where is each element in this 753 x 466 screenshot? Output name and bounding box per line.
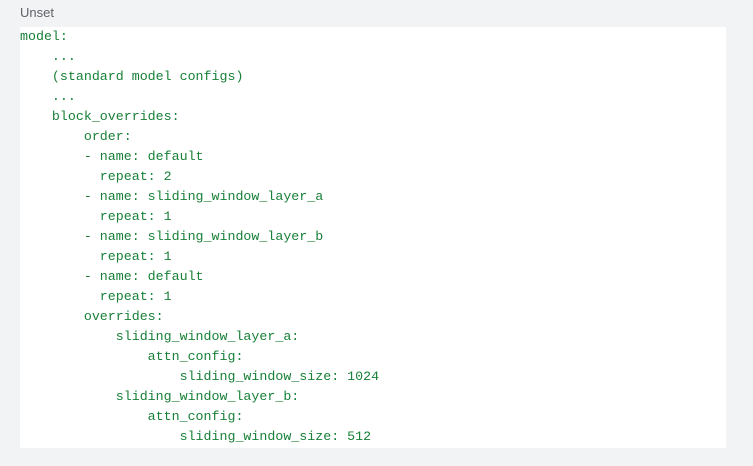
code-line: (standard model configs) xyxy=(20,69,244,84)
code-line: attn_config: xyxy=(20,349,244,364)
code-line: sliding_window_size: 1024 xyxy=(20,369,380,384)
code-block[interactable]: model: ... (standard model configs) ... … xyxy=(20,27,726,448)
code-line: - name: sliding_window_layer_b xyxy=(20,229,324,244)
code-line: sliding_window_layer_b: xyxy=(20,389,300,404)
code-line: order: xyxy=(20,129,132,144)
code-line: repeat: 1 xyxy=(20,209,172,224)
code-line: sliding_window_size: 512 xyxy=(20,429,372,444)
code-line: repeat: 2 xyxy=(20,169,172,184)
code-line: repeat: 1 xyxy=(20,249,172,264)
code-line: - name: sliding_window_layer_a xyxy=(20,189,324,204)
code-line: - name: default xyxy=(20,149,204,164)
code-line: ... xyxy=(20,49,76,64)
code-language-label: Unset xyxy=(20,5,54,20)
code-line: attn_config: xyxy=(20,409,244,424)
code-line: block_overrides: xyxy=(20,109,180,124)
code-line: sliding_window_layer_a: xyxy=(20,329,300,344)
code-line: repeat: 1 xyxy=(20,289,172,304)
code-line: ... xyxy=(20,89,76,104)
code-line: model: xyxy=(20,29,68,44)
code-line: - name: default xyxy=(20,269,204,284)
code-line: overrides: xyxy=(20,309,164,324)
